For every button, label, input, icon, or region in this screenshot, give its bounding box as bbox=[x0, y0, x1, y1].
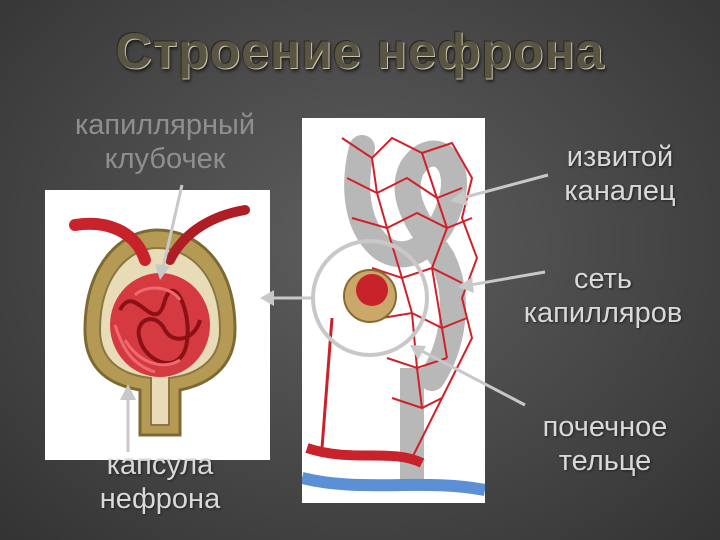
label-tubule: извитой каналец bbox=[535, 140, 705, 208]
arrow-glomerulus bbox=[162, 185, 182, 272]
label-capsule: капсула нефрона bbox=[70, 448, 250, 516]
label-corpuscle: почечное тельце bbox=[505, 410, 705, 478]
arrow-corpuscle bbox=[420, 350, 525, 405]
label-network: сеть капилляров bbox=[492, 262, 714, 330]
label-glomerulus: капиллярный клубочек bbox=[30, 108, 300, 176]
magnifier-circle bbox=[313, 241, 427, 355]
